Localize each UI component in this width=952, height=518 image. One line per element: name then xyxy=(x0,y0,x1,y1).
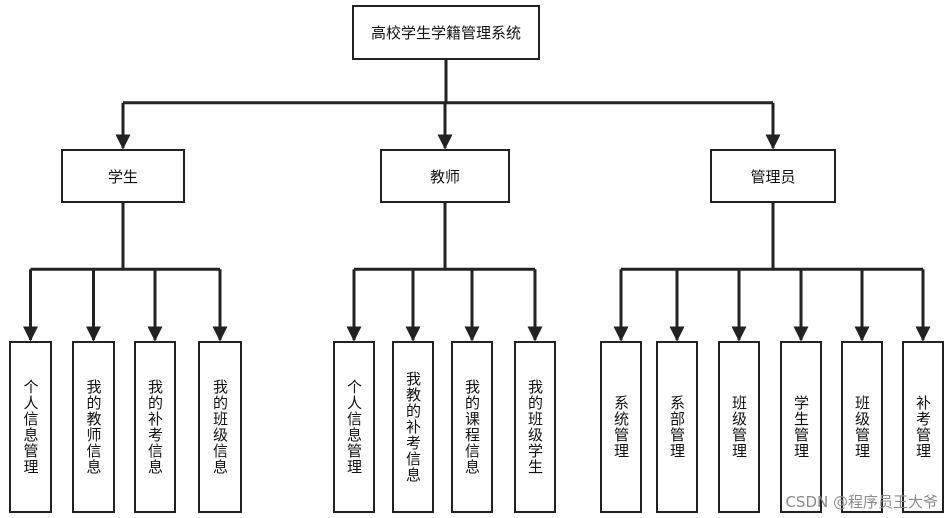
root-node-box: 高校学生学籍管理系统 xyxy=(352,5,540,60)
admin-leaf-label-6: 补考管理 xyxy=(914,395,932,459)
admin-leaf-label-3: 班级管理 xyxy=(730,395,748,459)
admin-leaf-1: 系统管理 xyxy=(600,341,642,513)
root-node-label: 高校学生学籍管理系统 xyxy=(370,24,521,42)
role-label-student: 学生 xyxy=(107,167,138,186)
teacher-leaf-label-2: 我教的补考信息 xyxy=(404,371,422,483)
teacher-leaf-4: 我的班级学生 xyxy=(514,341,556,513)
admin-leaf-2: 系部管理 xyxy=(656,341,698,513)
teacher-leaf-label-4: 我的班级学生 xyxy=(526,379,544,475)
student-leaf-label-3: 我的补考信息 xyxy=(146,379,164,475)
student-leaf-3: 我的补考信息 xyxy=(134,341,176,513)
admin-leaf-label-4: 学生管理 xyxy=(792,395,810,459)
role-node-student: 学生 xyxy=(61,149,185,203)
teacher-leaf-label-3: 我的课程信息 xyxy=(463,379,481,475)
student-leaf-1: 个人信息管理 xyxy=(9,341,52,513)
admin-leaf-5: 班级管理 xyxy=(841,341,883,513)
student-leaf-2: 我的教师信息 xyxy=(72,341,115,513)
role-label-teacher: 教师 xyxy=(429,167,460,186)
admin-leaf-label-2: 系部管理 xyxy=(668,395,686,459)
student-leaf-label-2: 我的教师信息 xyxy=(84,379,103,475)
admin-leaf-4: 学生管理 xyxy=(780,341,822,513)
csdn-watermark: CSDN @程序员王大爷 xyxy=(785,493,938,511)
teacher-leaf-1: 个人信息管理 xyxy=(333,341,375,513)
admin-leaf-label-5: 班级管理 xyxy=(853,395,871,459)
teacher-leaf-3: 我的课程信息 xyxy=(451,341,493,513)
role-node-teacher: 教师 xyxy=(380,149,510,203)
student-leaf-label-4: 我的班级信息 xyxy=(211,379,229,475)
role-node-admin: 管理员 xyxy=(710,149,836,203)
admin-leaf-label-1: 系统管理 xyxy=(612,395,630,459)
teacher-leaf-label-1: 个人信息管理 xyxy=(345,379,363,475)
student-leaf-4: 我的班级信息 xyxy=(198,341,242,513)
role-label-admin: 管理员 xyxy=(750,167,796,186)
teacher-leaf-2: 我教的补考信息 xyxy=(392,341,434,513)
student-leaf-label-1: 个人信息管理 xyxy=(21,379,40,475)
admin-leaf-6: 补考管理 xyxy=(902,341,944,513)
admin-leaf-3: 班级管理 xyxy=(718,341,760,513)
